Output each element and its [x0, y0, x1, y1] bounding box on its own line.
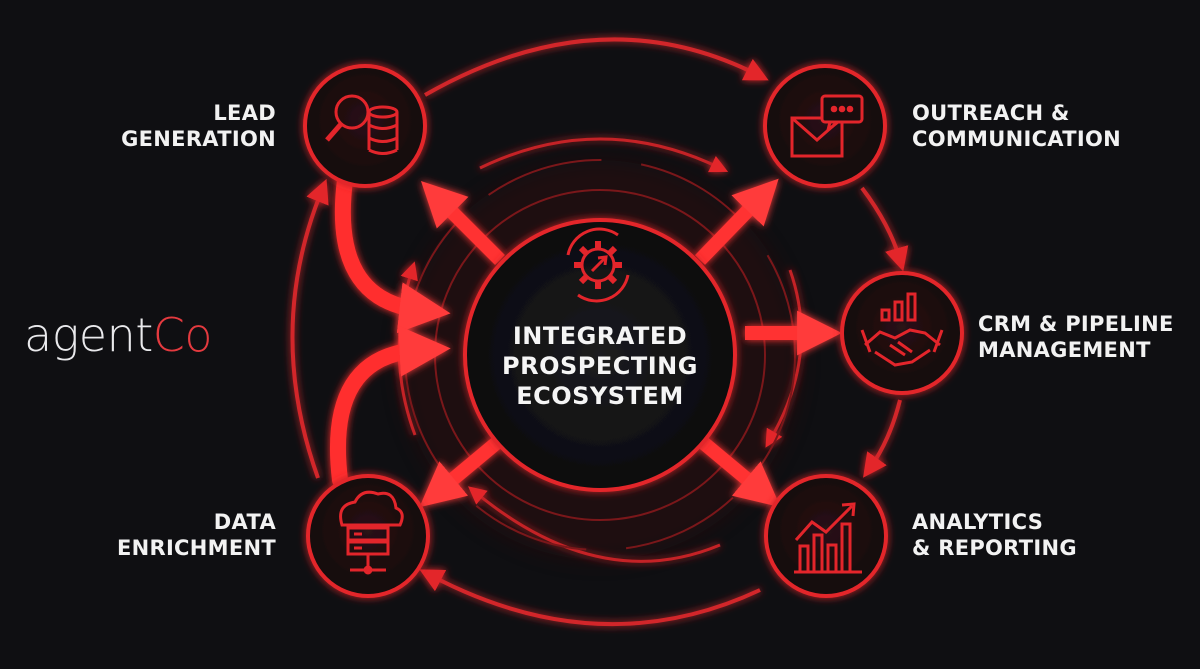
node-outreach-communication[interactable] — [763, 64, 887, 188]
bar-chart-trend-icon — [794, 502, 862, 574]
arc-crm-to-analytics — [863, 399, 902, 478]
label-crm-pipeline: CRM & PIPELINE MANAGEMENT — [978, 311, 1188, 363]
center-title: INTEGRATED PROSPECTING ECOSYSTEM — [480, 321, 720, 411]
radial-arrow-analytics — [695, 434, 781, 508]
radial-arrow-enrichment — [419, 434, 505, 508]
handshake-chart-icon — [860, 292, 944, 367]
gear-arrow-icon — [566, 227, 630, 303]
inner-arc-bottom — [468, 486, 721, 563]
outer-cycle-arrows — [290, 37, 909, 627]
label-analytics-reporting: ANALYTICS & REPORTING — [912, 509, 1132, 561]
arc-lead-to-outreach — [424, 37, 769, 97]
center-title-line: PROSPECTING — [502, 352, 698, 380]
label-line: MANAGEMENT — [978, 338, 1151, 362]
node-analytics-reporting[interactable] — [764, 474, 888, 598]
center-title-line: ECOSYSTEM — [516, 382, 684, 410]
center-circle — [463, 218, 737, 492]
label-outreach-communication: OUTREACH & COMMUNICATION — [912, 100, 1172, 152]
label-data-enrichment: DATA ENRICHMENT — [80, 509, 276, 561]
label-lead-generation: LEAD GENERATION — [80, 100, 276, 152]
label-line: & REPORTING — [912, 536, 1077, 560]
flow-enrichment-to-center — [329, 325, 451, 488]
label-line: LEAD — [213, 101, 276, 125]
label-line: ANALYTICS — [912, 510, 1044, 534]
label-line: GENERATION — [121, 127, 276, 151]
radial-arrow-outreach — [694, 178, 779, 265]
label-line: OUTREACH & — [912, 101, 1070, 125]
label-line: COMMUNICATION — [912, 127, 1121, 151]
logo-part-co: Co — [152, 308, 213, 362]
flow-lead-to-center — [334, 172, 451, 334]
label-line: DATA — [213, 510, 276, 534]
logo-part-agent: agent — [24, 308, 153, 362]
label-line: ENRICHMENT — [116, 536, 276, 560]
envelope-chat-icon — [790, 94, 864, 158]
arc-enrichment-to-lead — [290, 178, 329, 479]
label-line: CRM & PIPELINE — [978, 312, 1174, 336]
search-database-icon — [325, 94, 399, 155]
cloud-server-icon — [339, 490, 404, 575]
radial-arrow-lead — [420, 180, 505, 265]
left-flow-arrows — [329, 172, 451, 488]
radial-arrows — [419, 178, 842, 508]
node-crm-pipeline[interactable] — [840, 271, 964, 395]
arc-outreach-to-crm — [860, 186, 909, 272]
agentco-logo: agentCo — [24, 308, 213, 362]
center-title-line: INTEGRATED — [512, 322, 688, 350]
node-lead-generation[interactable] — [303, 64, 427, 188]
arc-analytics-to-enrichment — [419, 569, 761, 627]
inner-arc-top — [479, 137, 729, 173]
node-data-enrichment[interactable] — [306, 474, 430, 598]
